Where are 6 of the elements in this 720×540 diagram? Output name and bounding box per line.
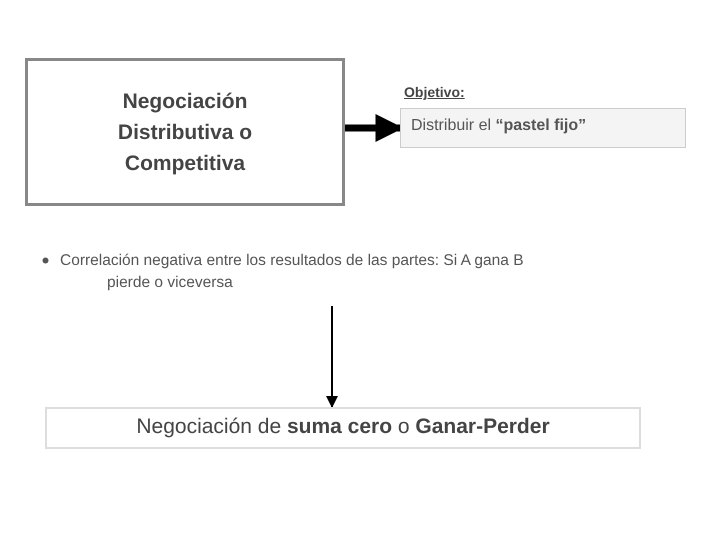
arrow — [326, 306, 338, 408]
heading-text: Objetivo: — [404, 84, 465, 100]
process-box: Negociación Distributiva o Competitiva — [25, 58, 345, 206]
bullet-text: Correlación negativa entre los resultados de las partes: Si A gana B pierde o viceversa — [60, 251, 525, 293]
result-box: Negociación de suma cero o Ganar-Perder — [45, 407, 641, 449]
text-box: Distribuir el “pastel fijo” — [400, 108, 686, 148]
